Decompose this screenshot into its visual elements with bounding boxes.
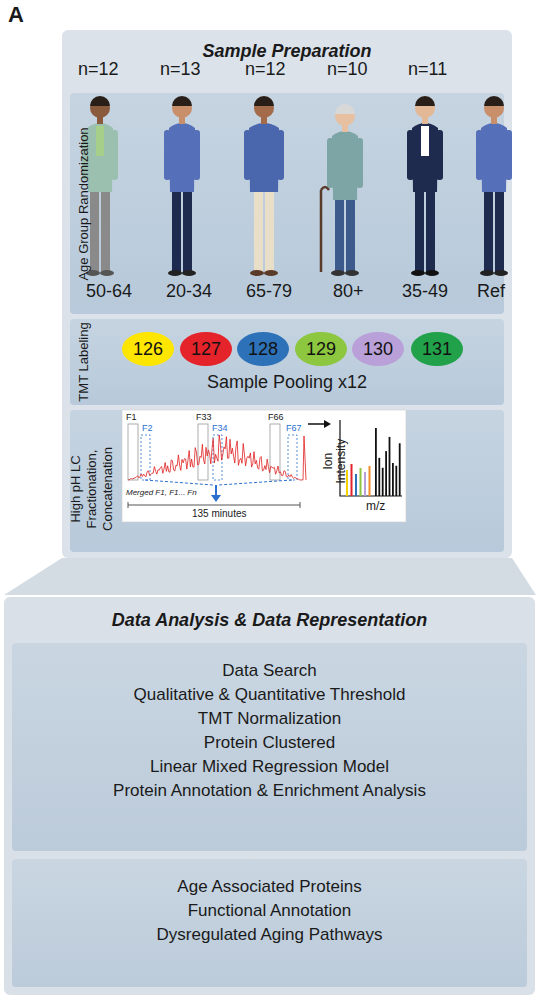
plot-label: F66	[268, 413, 284, 423]
step-text: Dysregulated Aging Pathways	[12, 923, 527, 947]
heading-text: TMT Labeling	[76, 320, 92, 404]
panel-letter: A	[8, 3, 24, 27]
person-figure	[82, 96, 118, 276]
tmt-label-oval: 126	[122, 332, 174, 366]
tmt-label-oval: 130	[352, 332, 404, 366]
step-text: TMT Normalization	[12, 707, 527, 731]
plot-label: F2	[142, 424, 153, 434]
person-figure	[407, 96, 443, 276]
person-figure	[244, 96, 284, 276]
group-label: n=10	[327, 60, 368, 80]
tmt-label-oval: 131	[411, 332, 463, 366]
group-label: Ref	[477, 282, 505, 302]
heading-text: Sample Preparation	[62, 30, 512, 62]
heading-text: Sample Pooling x12	[70, 372, 504, 393]
plot-label: F67	[286, 424, 302, 434]
plot-label: Ion Intensity	[322, 429, 348, 493]
process-box: Data SearchQualitative & Quantitative Th…	[12, 643, 527, 851]
band: TMT LabelingSample Pooling x12 126 127 128 1…	[70, 319, 504, 405]
plot-label: 135 minutes	[190, 508, 248, 519]
heading-text: High pH LC Fractionation, Concatenation	[68, 419, 116, 559]
plot-label: m/z	[366, 500, 385, 513]
group-label: n=11	[408, 60, 447, 80]
person-figure	[164, 96, 200, 276]
heading-text: Age Group Randomization	[76, 104, 92, 304]
step-text: Protein Clustered	[12, 731, 527, 755]
plot-label: Merged F1, F1... Fn	[126, 489, 197, 498]
group-label: 65-79	[246, 282, 292, 302]
group-label: n=13	[160, 60, 201, 80]
tmt-channel: 127	[191, 339, 221, 360]
plot-label: F1	[126, 413, 137, 423]
group-label: 50-64	[86, 282, 132, 302]
funnel-shape	[4, 558, 536, 595]
tmt-channel: 131	[422, 339, 452, 360]
heading-text: Data Analysis & Data Representation	[4, 597, 535, 631]
group-label: n=12	[78, 60, 119, 80]
tmt-label-oval: 129	[295, 332, 347, 366]
plot-label: F33	[196, 413, 212, 423]
output-box: Age Associated ProteinsFunctional Annota…	[12, 859, 527, 987]
group-label: 20-34	[166, 282, 212, 302]
group-label: 35-49	[402, 282, 448, 302]
people-figures	[82, 96, 512, 276]
step-text: Linear Mixed Regression Model	[12, 755, 527, 779]
step-text: Protein Annotation & Enrichment Analysis	[12, 779, 527, 803]
step-text: Qualitative & Quantitative Threshold	[12, 683, 527, 707]
tmt-channel: 128	[248, 339, 278, 360]
step-text: Data Search	[12, 659, 527, 683]
person-figure	[321, 104, 363, 276]
tmt-channel: 126	[133, 339, 163, 360]
step-text: Age Associated Proteins	[12, 875, 527, 899]
chromatogram	[122, 410, 406, 522]
step-text: Functional Annotation	[12, 899, 527, 923]
tmt-label-oval: 128	[237, 332, 289, 366]
tmt-channel: 129	[306, 339, 336, 360]
group-label: n=12	[245, 60, 286, 80]
person-figure	[476, 96, 512, 276]
tmt-channel: 130	[363, 339, 393, 360]
band: Age Group Randomization	[70, 93, 504, 314]
tmt-label-oval: 127	[180, 332, 232, 366]
group-label: 80+	[333, 282, 364, 302]
panel: Data Analysis & Data RepresentationData …	[4, 597, 535, 995]
plot-label: F34	[212, 424, 228, 434]
